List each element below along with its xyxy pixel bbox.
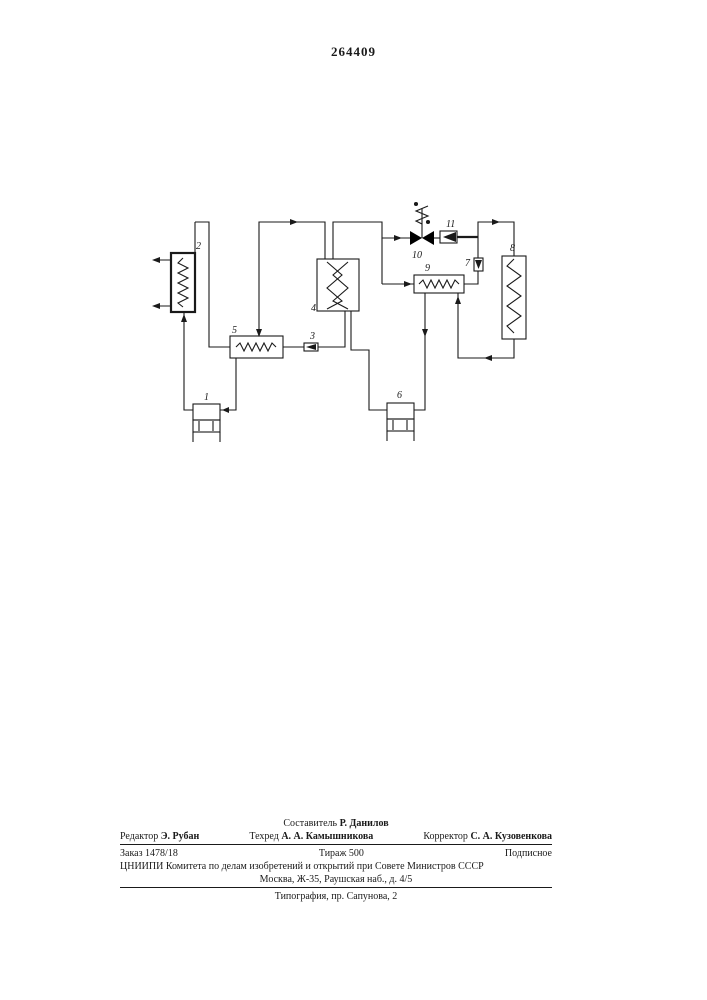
throttle-3 <box>304 343 318 351</box>
label-5: 5 <box>232 325 237 336</box>
compressor-1 <box>193 404 220 442</box>
org-name: ЦНИИПИ Комитета по делам изобретений и о… <box>120 860 484 873</box>
throttle-11 <box>440 231 457 243</box>
label-8: 8 <box>510 243 515 254</box>
label-3: 3 <box>309 331 315 342</box>
component-2-condenser <box>152 253 195 312</box>
label-4: 4 <box>311 303 316 314</box>
corrector-name: С. А. Кузовенкова <box>470 831 552 842</box>
editor-name: Э. Рубан <box>161 831 200 842</box>
divider <box>120 887 552 888</box>
compiler-line: Составитель Р. Данилов <box>120 817 552 830</box>
compiler-role: Составитель <box>283 817 337 830</box>
evaporator-8 <box>502 256 526 339</box>
compiler-name: Р. Данилов <box>340 817 389 830</box>
throttle-7 <box>474 258 483 271</box>
corrector-role: Корректор <box>423 831 468 842</box>
techred-name: А. А. Камышникова <box>281 831 373 842</box>
org-line-1: ЦНИИПИ Комитета по делам изобретений и о… <box>120 860 552 873</box>
compressor-6 <box>387 403 414 441</box>
label-7: 7 <box>465 258 471 269</box>
label-9: 9 <box>425 263 430 274</box>
imprint-block: Составитель Р. Данилов Редактор Э. Рубан… <box>120 817 552 903</box>
circulation: Тираж 500 <box>319 847 364 860</box>
org-address: Москва, Ж-35, Раушская наб., д. 4/5 <box>260 873 413 886</box>
subscription: Подписное <box>505 847 552 860</box>
divider <box>120 844 552 845</box>
label-10: 10 <box>412 250 422 261</box>
heat-exchanger-9 <box>414 275 464 293</box>
label-6: 6 <box>397 390 402 401</box>
heat-exchanger-5 <box>230 336 283 358</box>
piping <box>181 219 514 413</box>
org-line-2: Москва, Ж-35, Раушская наб., д. 4/5 <box>120 873 552 886</box>
staff-line: Редактор Э. Рубан Техред А. А. Камышнико… <box>120 830 552 843</box>
label-11: 11 <box>446 219 455 230</box>
order-number: Заказ 1478/18 <box>120 847 178 860</box>
editor-role: Редактор <box>120 831 158 842</box>
valve-10 <box>410 203 434 246</box>
printing-line: Типография, пр. Сапунова, 2 <box>120 890 552 903</box>
label-1: 1 <box>204 392 209 403</box>
label-2: 2 <box>196 241 201 252</box>
techred-role: Техред <box>249 831 278 842</box>
printing-house: Типография, пр. Сапунова, 2 <box>275 890 398 903</box>
order-line: Заказ 1478/18 Тираж 500 Подписное <box>120 847 552 860</box>
heat-exchanger-4 <box>317 259 359 311</box>
